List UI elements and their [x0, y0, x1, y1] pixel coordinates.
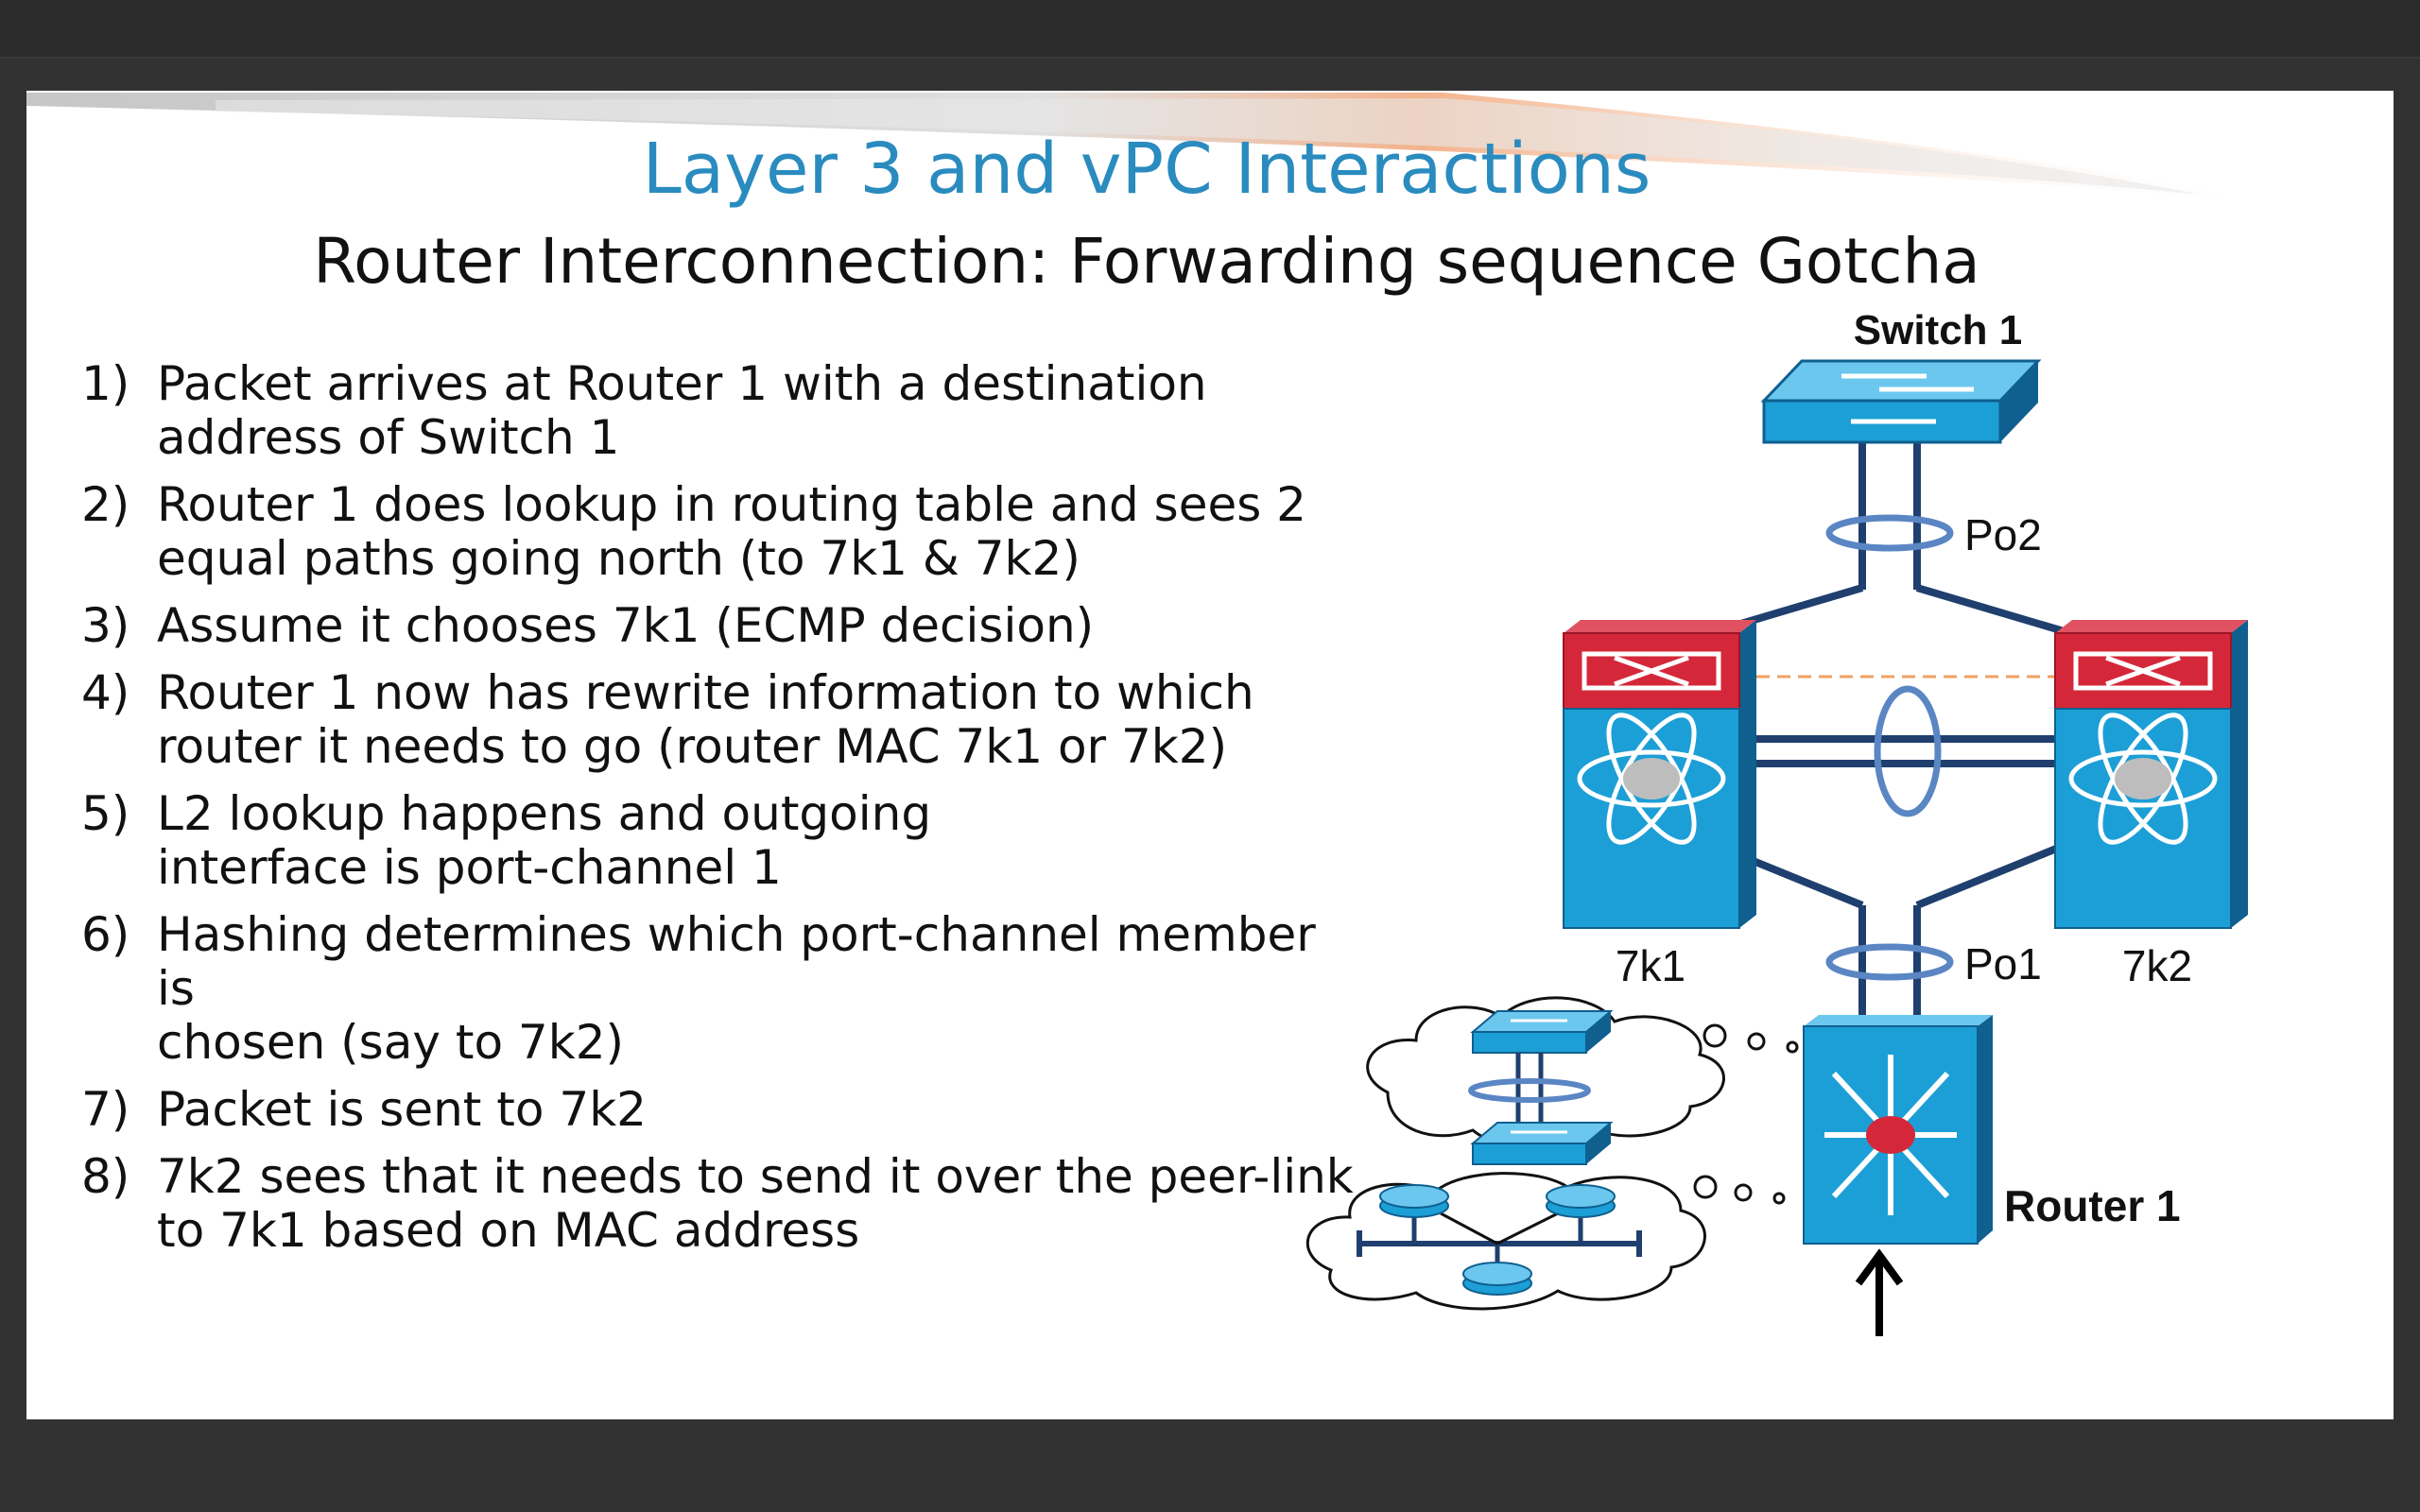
- switch-label: Switch 1: [1854, 307, 2023, 353]
- step-item: 8) 7k2 sees that it needs to send it over…: [81, 1150, 1367, 1258]
- step-item: 6) Hashing determines which port-channel …: [81, 908, 1367, 1070]
- router-icon: [1462, 1262, 1532, 1296]
- router-icon: [1803, 1015, 1993, 1245]
- step-text: Assume it chooses 7k1 (ECMP decision): [157, 598, 1095, 653]
- step-text: L2 lookup happens and outgoing interface…: [157, 786, 932, 895]
- po2-label: Po2: [1964, 510, 2042, 559]
- switch-icon: [1470, 1010, 1614, 1054]
- step-text: 7k2 sees that it needs to send it over t…: [157, 1149, 1354, 1258]
- step-number: 5): [81, 786, 130, 841]
- step-item: 2) Router 1 does lookup in routing table …: [81, 478, 1367, 586]
- core-7k2-label: 7k2: [2122, 941, 2192, 990]
- step-item: 4) Router 1 now has rewrite information t…: [81, 666, 1367, 774]
- po2-portchannel-ring: [1825, 514, 1954, 552]
- step-text: Hashing determines which port-channel me…: [157, 907, 1316, 1070]
- step-number: 1): [81, 356, 130, 411]
- step-number: 3): [81, 598, 130, 653]
- slide-title: Layer 3 and vPC Interactions: [642, 129, 1651, 210]
- step-number: 4): [81, 665, 130, 720]
- cloud-icon: [1305, 1172, 1706, 1311]
- step-number: 8): [81, 1149, 130, 1204]
- core-7k1-label: 7k1: [1616, 941, 1685, 990]
- nexus-7k-icon: [2054, 620, 2248, 929]
- cloud-icon: [1366, 996, 1725, 1165]
- nexus-7k-icon: [1563, 620, 1756, 929]
- viewer-top-bar: [0, 0, 2420, 59]
- step-text: Router 1 does lookup in routing table an…: [157, 477, 1306, 586]
- step-number: 7): [81, 1082, 130, 1137]
- incoming-packet-arrow: [1855, 1248, 1904, 1336]
- step-item: 3) Assume it chooses 7k1 (ECMP decision): [81, 599, 1367, 653]
- router-icon: [1379, 1184, 1449, 1218]
- slide-swoosh-decoration: [26, 93, 2276, 204]
- step-number: 2): [81, 477, 130, 532]
- network-diagram: Switch 1 Po2 7k1: [1305, 307, 2248, 1336]
- step-item: 5) L2 lookup happens and outgoing interfa…: [81, 787, 1367, 895]
- links: [1707, 442, 2072, 1026]
- step-text: Router 1 now has rewrite information to …: [157, 665, 1254, 774]
- slide-subtitle: Router Interconnection: Forwarding seque…: [313, 225, 1980, 298]
- step-text: Packet arrives at Router 1 with a destin…: [157, 356, 1207, 465]
- po1-portchannel-ring: [1825, 943, 1954, 981]
- switch-icon: [1760, 359, 2042, 444]
- switch-icon: [1470, 1122, 1614, 1165]
- slide: Layer 3 and vPC Interactions Router Inte…: [26, 91, 2394, 1419]
- router-label: Router 1: [2004, 1181, 2181, 1230]
- step-number: 6): [81, 907, 130, 962]
- step-text: Packet is sent to 7k2: [157, 1082, 647, 1137]
- peer-link-ring: [1874, 685, 1942, 817]
- step-item: 7) Packet is sent to 7k2: [81, 1083, 1367, 1137]
- steps-list: 1) Packet arrives at Router 1 with a dest…: [81, 357, 1367, 1271]
- thought-bubble-dots: [1693, 1023, 1799, 1205]
- router-icon: [1546, 1184, 1616, 1218]
- po1-label: Po1: [1964, 939, 2042, 988]
- step-item: 1) Packet arrives at Router 1 with a dest…: [81, 357, 1367, 465]
